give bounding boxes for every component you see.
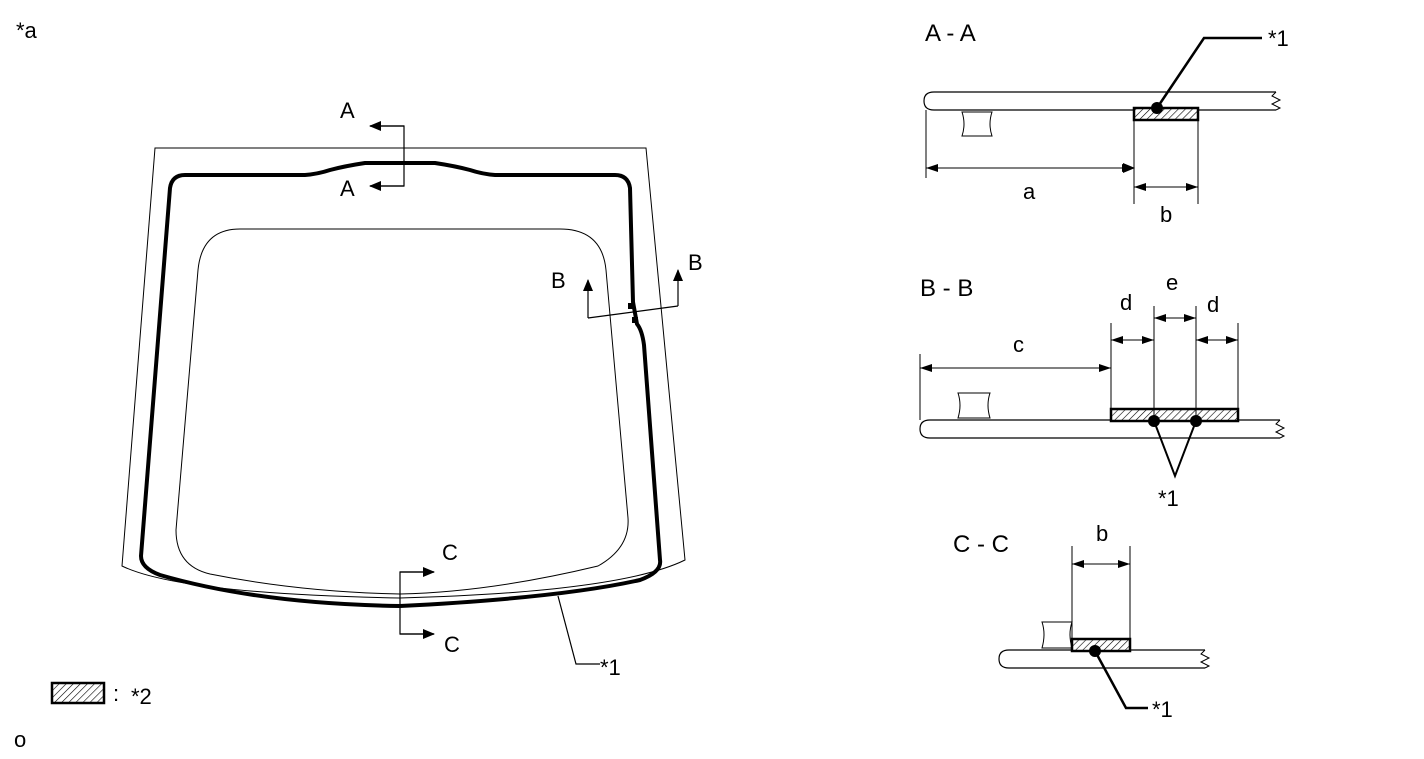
section-bb-callout-label: *1 bbox=[1158, 486, 1179, 511]
section-aa-callout-label: *1 bbox=[1268, 26, 1289, 51]
section-bb: B - B *1 c d e d bbox=[919, 270, 1286, 511]
windshield-callout-leader bbox=[557, 595, 600, 665]
section-cc: C - C *1 b bbox=[953, 521, 1211, 722]
section-aa-break-mark bbox=[1270, 91, 1282, 111]
section-cc-callout-label: *1 bbox=[1152, 697, 1173, 722]
windshield-outer-edge bbox=[121, 147, 686, 599]
section-bb-clip bbox=[957, 392, 991, 419]
section-bb-callout-leader bbox=[1153, 420, 1197, 479]
section-cc-glass bbox=[998, 649, 1205, 669]
section-b-left-label: B bbox=[551, 268, 566, 293]
section-aa-callout-leader bbox=[1155, 36, 1262, 109]
section-aa-glass bbox=[923, 91, 1276, 111]
section-bb-break-mark bbox=[1274, 419, 1286, 439]
legend-label: *2 bbox=[131, 684, 152, 709]
section-cc-dim-arrowheads bbox=[1072, 560, 1130, 568]
section-bb-adhesive bbox=[1109, 407, 1240, 423]
section-b-right-label: B bbox=[688, 250, 703, 275]
section-bb-dim-c-label: c bbox=[1013, 332, 1024, 357]
section-c-bottom-label: C bbox=[444, 632, 460, 657]
section-cc-clip bbox=[1041, 621, 1073, 649]
legend-separator: : bbox=[113, 681, 119, 706]
section-bb-dim-e-label: e bbox=[1166, 270, 1178, 295]
legend: : *2 bbox=[50, 681, 152, 709]
section-bb-dim-d-right-label: d bbox=[1207, 292, 1219, 317]
section-c-top-label: C bbox=[442, 540, 458, 565]
section-aa-dim-b-label: b bbox=[1160, 202, 1172, 227]
section-marker-c: C C bbox=[399, 540, 460, 657]
windshield: A A B B C C *1 bbox=[121, 98, 703, 680]
adhesive-bead bbox=[139, 161, 663, 608]
windshield-callout-label: *1 bbox=[600, 655, 621, 680]
section-bb-dim-arrowheads bbox=[920, 314, 1238, 372]
view-label: *a bbox=[16, 18, 38, 43]
section-a-bottom-label: A bbox=[340, 176, 355, 201]
section-aa-title: A - A bbox=[925, 20, 976, 47]
section-aa-adhesive bbox=[1132, 106, 1200, 122]
section-cc-adhesive bbox=[1070, 637, 1132, 653]
section-cc-title: C - C bbox=[953, 531, 1009, 558]
legend-hatch-swatch bbox=[50, 681, 106, 705]
section-cc-dim-b-label: b bbox=[1096, 521, 1108, 546]
section-marker-b: B B bbox=[551, 250, 703, 323]
section-marker-a: A A bbox=[340, 98, 405, 201]
section-bb-dim-d-left-label: d bbox=[1120, 290, 1132, 315]
section-a-top-label: A bbox=[340, 98, 355, 123]
section-bb-glass bbox=[919, 419, 1280, 439]
section-aa: A - A *1 a b bbox=[923, 20, 1289, 227]
section-cc-callout-leader bbox=[1093, 650, 1148, 710]
section-bb-title: B - B bbox=[920, 275, 973, 302]
footer-mark: o bbox=[14, 727, 26, 752]
section-cc-break-mark bbox=[1199, 649, 1211, 669]
section-aa-dim-a-label: a bbox=[1023, 179, 1036, 204]
section-aa-clip bbox=[961, 111, 993, 137]
